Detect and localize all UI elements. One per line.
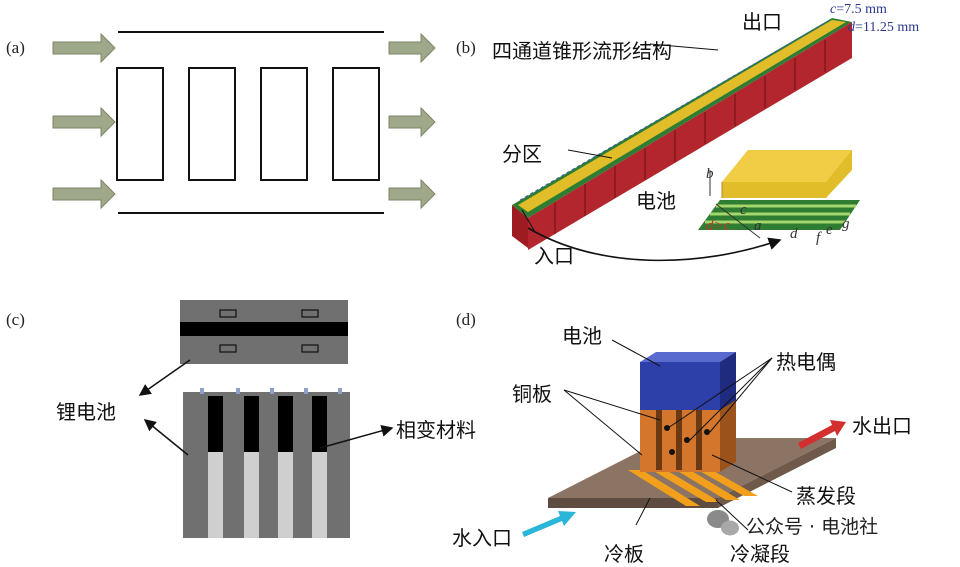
cell-block <box>188 67 236 181</box>
terminals <box>200 388 342 394</box>
evaporator-label: 蒸发段 <box>796 484 856 508</box>
li-battery-arrow-top <box>138 359 191 396</box>
inflow-arrow-icon <box>52 106 116 138</box>
thermocouple-label: 热电偶 <box>776 350 836 374</box>
inlet-label: 入口 <box>534 244 574 268</box>
water-outlet-label: 水出口 <box>852 414 912 438</box>
cold-plate-edge <box>548 498 718 508</box>
dim-c-label: c=7.5 mm <box>830 2 887 17</box>
inset-b: b <box>706 166 714 182</box>
condenser-label: 冷凝段 <box>730 542 790 566</box>
condenser-strips <box>628 470 758 506</box>
panel-b-tag: (b) <box>456 38 476 57</box>
outlet-label: 出口 <box>742 10 782 34</box>
dim-line <box>715 203 761 239</box>
outflow-arrow-icon <box>388 32 436 64</box>
battery-label-d: 电池 <box>562 324 602 348</box>
outflow-arrow-icon <box>388 178 436 210</box>
inset-e: e <box>826 222 833 238</box>
copper-plate-label: 铜板 <box>512 382 552 406</box>
inset-g: g <box>842 216 850 232</box>
water-inlet-label: 水入口 <box>452 526 512 550</box>
panel-a-diagram <box>52 31 436 214</box>
inlet-leader <box>521 209 536 233</box>
dim-d-label: d=11.25 mm <box>848 20 920 35</box>
outflow-arrow-icon <box>388 106 436 138</box>
pcm-columns <box>208 396 327 538</box>
li-battery-arrow-side <box>143 419 189 456</box>
pcm-arrow <box>319 425 394 449</box>
inset-f: f <box>816 230 821 246</box>
wechat-icon <box>707 510 739 536</box>
panel-b-diagram <box>512 18 860 262</box>
water-in-arrow-icon <box>522 511 576 537</box>
water-out-arrow-icon <box>798 420 846 449</box>
inset-c: c <box>740 202 747 218</box>
cell-block <box>116 67 164 181</box>
title-leader <box>649 43 719 51</box>
panel-d-diagram <box>522 339 846 537</box>
panel-b-title: 四通道锥形流形结构 <box>492 39 672 63</box>
pcm-label: 相变材料 <box>396 418 476 442</box>
manifold-yellow-strip <box>518 20 846 212</box>
inset-detail <box>698 150 860 239</box>
panel-c-diagram <box>138 300 394 538</box>
inset-d-gt-c: d>c <box>706 218 731 234</box>
battery-body <box>640 362 720 410</box>
li-battery-label: 锂电池 <box>56 400 116 424</box>
inset-a: a <box>754 218 762 234</box>
battery-label-b: 电池 <box>636 189 676 213</box>
manifold-end-face <box>512 205 528 248</box>
zone-label: 分区 <box>502 142 542 166</box>
inflow-arrow-icon <box>52 32 116 64</box>
inflow-arrow-icon <box>52 178 116 210</box>
battery-row <box>528 22 852 250</box>
cell-block <box>332 67 380 181</box>
inset-d: d <box>790 226 798 242</box>
panel-d-tag: (d) <box>456 310 476 329</box>
inset-yellow-top <box>722 150 852 182</box>
callout-lines <box>563 339 793 531</box>
zone-leader <box>567 149 613 159</box>
cell-dividers <box>554 40 826 234</box>
battery-top <box>640 352 736 362</box>
inset-pointer-arrow <box>527 227 782 262</box>
battery-side <box>720 352 736 410</box>
panel-a-tag: (a) <box>6 38 25 57</box>
flow-arrows <box>52 32 436 210</box>
panel-c-tag: (c) <box>6 310 25 329</box>
top-view-pcm-band <box>180 322 348 336</box>
cell-block <box>260 67 308 181</box>
watermark-text: 公众号 · 电池社 <box>746 516 879 538</box>
cold-plate-label: 冷板 <box>604 542 644 566</box>
